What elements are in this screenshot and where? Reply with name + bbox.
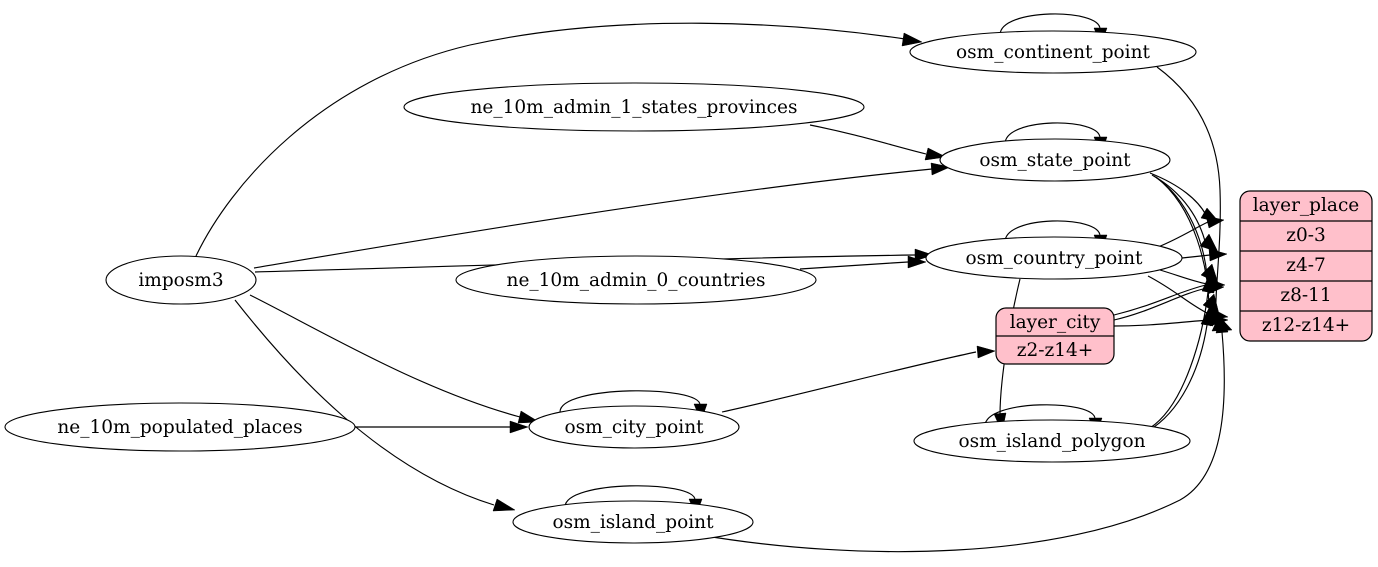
edge-osm_country_point-to-layer_place-z4-7: [1181, 248, 1228, 262]
node-label-osm_island_point: osm_island_point: [552, 512, 714, 533]
node-label-ne_10m_admin_0_countries: ne_10m_admin_0_countries: [507, 270, 766, 291]
node-label-imposm3: imposm3: [138, 270, 223, 291]
edge-imposm3-to-osm_city_point: [249, 294, 540, 424]
node-label-ne_10m_admin_1_states_provinces: ne_10m_admin_1_states_provinces: [471, 97, 798, 118]
edge-osm_island_point-to-layer_place-z12-z14: [699, 313, 1229, 553]
node-label-osm_island_polygon: osm_island_polygon: [958, 431, 1145, 452]
node-label-osm_state_point: osm_state_point: [979, 150, 1131, 171]
edge-osm_island_polygon-to-layer_place-z12-z14: [1147, 305, 1214, 432]
record-row-layer_city-title: layer_city: [1010, 312, 1101, 333]
edge-layer_city-to-layer_place-z8-11-alt: [1113, 284, 1207, 316]
edge-imposm3-to-osm_island_point: [234, 299, 516, 512]
edge-ne_10m_admin_1_states_provinces-to-osm_state_point: [809, 124, 947, 161]
node-layer: imposm3 ne_10m_admin_1_states_provinces …: [4, 30, 1197, 544]
edge-imposm3-to-osm_continent_point: [195, 22, 923, 257]
edge-ne_10m_populated_places-to-osm_city_point: [355, 420, 529, 434]
record-node-layer_place[interactable]: layer_place z0-3 z4-7 z8-11 z12-z14+: [1239, 190, 1373, 342]
edge-ne_10m_admin_0_countries-to-osm_country_point: [799, 255, 927, 270]
node-osm_continent_point[interactable]: osm_continent_point: [909, 30, 1197, 74]
node-osm_island_point[interactable]: osm_island_point: [512, 500, 754, 544]
record-row-layer_place-z4-7[interactable]: z4-7: [1286, 255, 1326, 276]
node-ne_10m_admin_1_states_provinces[interactable]: ne_10m_admin_1_states_provinces: [403, 82, 865, 132]
edge-osm_city_point-to-layer_city-z2-z14: [721, 345, 996, 413]
node-osm_city_point[interactable]: osm_city_point: [528, 405, 740, 449]
node-osm_island_polygon[interactable]: osm_island_polygon: [913, 419, 1191, 463]
edge-imposm3-to-osm_state_point: [253, 162, 951, 269]
record-row-layer_place-z12-z14[interactable]: z12-z14+: [1262, 315, 1350, 336]
record-row-layer_place-z0-3[interactable]: z0-3: [1286, 225, 1326, 246]
node-ne_10m_populated_places[interactable]: ne_10m_populated_places: [4, 402, 356, 452]
node-imposm3[interactable]: imposm3: [105, 255, 257, 305]
node-label-osm_country_point: osm_country_point: [966, 248, 1144, 269]
node-ne_10m_admin_0_countries[interactable]: ne_10m_admin_0_countries: [455, 255, 817, 305]
edge-osm_island_polygon-to-layer_place-z8-11: [1149, 272, 1215, 429]
record-node-layer_city[interactable]: layer_city z2-z14+: [995, 307, 1115, 365]
record-row-layer_city-z2-z14[interactable]: z2-z14+: [1017, 340, 1094, 361]
node-osm_state_point[interactable]: osm_state_point: [939, 138, 1171, 182]
node-label-osm_city_point: osm_city_point: [564, 417, 704, 438]
node-label-osm_continent_point: osm_continent_point: [956, 42, 1150, 63]
record-row-layer_place-title: layer_place: [1253, 195, 1360, 216]
node-osm_country_point[interactable]: osm_country_point: [925, 236, 1183, 280]
node-label-ne_10m_populated_places: ne_10m_populated_places: [57, 417, 302, 438]
edge-osm_country_point-to-layer_place-z0-3: [1157, 215, 1225, 248]
record-row-layer_place-z8-11[interactable]: z8-11: [1280, 285, 1331, 306]
